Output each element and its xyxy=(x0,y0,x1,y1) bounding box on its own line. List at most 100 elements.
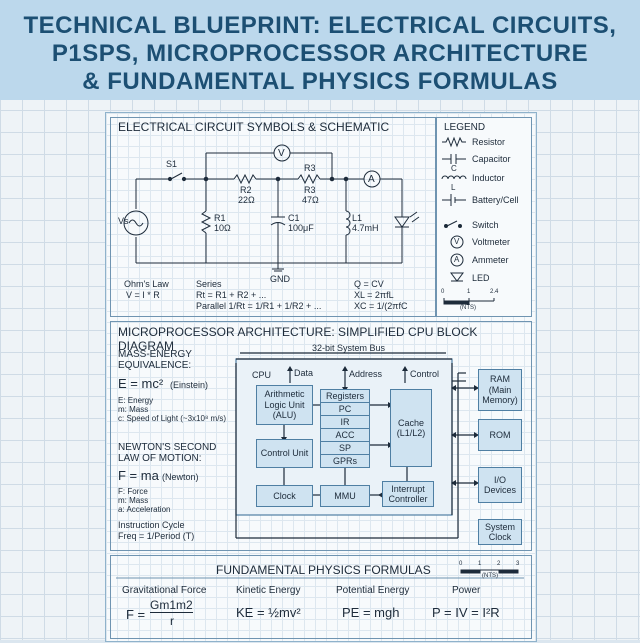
charge-formula: Q = CV xyxy=(354,279,384,289)
kinetic-energy-label: Kinetic Energy xyxy=(236,585,301,596)
legend-symbols xyxy=(441,136,495,305)
voltmeter-symbol: V xyxy=(278,148,285,159)
legend-ammeter-symbol: A xyxy=(454,255,460,264)
newton-title-2: LAW OF MOTION: xyxy=(118,453,202,464)
cpu-panel xyxy=(110,321,532,551)
r3-name-top: R3 xyxy=(304,163,316,173)
m-definition: m: Mass xyxy=(118,405,149,414)
instruction-cycle-formula: Freq = 1/Period (T) xyxy=(118,531,195,541)
potential-energy-label: Potential Energy xyxy=(336,585,410,596)
legend-scale-label: (NTS) xyxy=(460,305,476,311)
gravitational-force-numerator: Gm1m2 xyxy=(150,598,193,613)
legend-scale-tick-1: 1 xyxy=(467,289,471,295)
control-bus-label: Control xyxy=(410,369,440,379)
formulas-scale-tick-3: 3 xyxy=(516,561,520,567)
instruction-cycle-title: Instruction Cycle xyxy=(118,520,185,530)
circuit-panel xyxy=(110,117,436,317)
r3-value: 47Ω xyxy=(302,195,319,205)
parallel-formula: Parallel 1/Rt = 1/R1 + 1/R2 + ... xyxy=(196,301,322,311)
capacitive-reactance-formula: XC = 1/(2πfC xyxy=(354,301,408,311)
control-unit-block: Control Unit xyxy=(256,439,313,468)
legend-battery: Battery/Cell xyxy=(472,195,519,205)
clock-block: Clock xyxy=(256,485,313,507)
l1-name: L1 xyxy=(352,213,363,223)
gravitational-force-lhs: F = xyxy=(126,607,146,622)
mass-energy-title-1: MASS-ENERGY xyxy=(118,349,192,360)
gravitational-force-denominator: r xyxy=(170,614,174,628)
f-definition: F: Force xyxy=(118,487,148,496)
formulas-scale-label: (NTS) xyxy=(482,573,498,579)
power-formula: P = IV = I²R xyxy=(432,605,500,620)
mmu-block: MMU xyxy=(320,485,370,507)
legend-voltmeter: Voltmeter xyxy=(472,237,511,247)
legend-scale-tick-2: 2.4 xyxy=(490,289,499,295)
legend-inductor: Inductor xyxy=(472,173,505,183)
formulas-panel xyxy=(110,555,532,639)
legend-inductor-letter: L xyxy=(451,183,456,192)
s1-label: S1 xyxy=(166,159,178,169)
legend-title: LEGEND xyxy=(444,122,486,133)
m2-definition: m: Mass xyxy=(118,496,149,505)
blueprint-sheet: ELECTRICAL CIRCUIT SYMBOLS & SCHEMATIC xyxy=(105,112,537,642)
system-bus-label: 32-bit System Bus xyxy=(312,343,386,353)
c-definition: c: Speed of Light (~3x10⁸ m/s) xyxy=(118,414,227,423)
ohm-law-formula: V = I * R xyxy=(126,290,160,300)
series-formula: Rt = R1 + R2 + ... xyxy=(196,290,267,300)
gravitational-force-label: Gravitational Force xyxy=(122,585,207,596)
c1-value: 100μF xyxy=(288,223,314,233)
address-bus-label: Address xyxy=(349,369,383,379)
kinetic-energy-formula: KE = ½mv² xyxy=(236,605,301,620)
fma-formula: F = ma xyxy=(118,468,159,483)
vs-label: Vs xyxy=(118,216,129,226)
formulas-scale xyxy=(116,569,524,579)
title-line-2: P1SPS, MICROPROCESSOR ARCHITECTURE xyxy=(51,40,589,67)
newton-title-1: NEWTON'S SECOND xyxy=(118,442,217,453)
title-banner: TECHNICAL BLUEPRINT: ELECTRICAL CIRCUITS… xyxy=(0,0,640,100)
formulas-scale-tick-2: 2 xyxy=(497,561,501,567)
legend-capacitor: Capacitor xyxy=(472,154,511,164)
interrupt-controller-block: Interrupt Controller xyxy=(382,481,434,507)
legend-led: LED xyxy=(472,273,490,283)
inductive-reactance-formula: XL = 2πfL xyxy=(354,290,394,300)
e-definition: E: Energy xyxy=(118,396,154,405)
emc-attribution: (Einstein) xyxy=(170,380,209,390)
power-label: Power xyxy=(452,585,481,596)
l1-value: 4.7mH xyxy=(352,223,379,233)
legend-voltmeter-symbol: V xyxy=(454,237,460,246)
cpu-title: MICROPROCESSOR ARCHITECTURE: SIMPLIFIED … xyxy=(118,325,478,353)
legend-panel xyxy=(436,117,532,317)
mass-energy-title-2: EQUIVALENCE: xyxy=(118,360,192,371)
circuit-title: ELECTRICAL CIRCUIT SYMBOLS & SCHEMATIC xyxy=(118,120,390,134)
rom-block: ROM xyxy=(478,419,522,451)
ram-block: RAM (Main Memory) xyxy=(478,369,522,411)
legend-capacitor-letter: C xyxy=(451,164,457,173)
legend-ammeter: Ammeter xyxy=(472,255,509,265)
c1-name: C1 xyxy=(288,213,300,223)
potential-energy-formula: PE = mgh xyxy=(342,605,400,620)
register-gprs: GPRs xyxy=(320,454,370,468)
a-definition: a: Acceleration xyxy=(118,505,171,514)
gnd-label: GND xyxy=(270,274,290,284)
r2-value: 22Ω xyxy=(238,195,255,205)
legend-scale-tick-0: 0 xyxy=(441,289,445,295)
r3-name: R3 xyxy=(304,185,316,195)
ammeter-symbol: A xyxy=(368,174,375,185)
r2-name: R2 xyxy=(240,185,252,195)
formulas-scale-tick-1: 1 xyxy=(478,561,482,567)
cache-block: Cache (L1/L2) xyxy=(390,389,432,467)
title-line-1: TECHNICAL BLUEPRINT: ELECTRICAL CIRCUITS… xyxy=(23,12,617,39)
title-line-3: & FUNDAMENTAL PHYSICS FORMULAS xyxy=(82,68,558,95)
formulas-scale-tick-0: 0 xyxy=(459,561,463,567)
alu-block: Arithmetic Logic Unit (ALU) xyxy=(256,385,313,425)
cpu-label: CPU xyxy=(252,370,272,380)
legend-switch: Switch xyxy=(472,220,499,230)
io-devices-block: I/O Devices xyxy=(478,467,522,503)
r1-name: R1 xyxy=(214,213,226,223)
emc-formula: E = mc² xyxy=(118,376,164,391)
series-title: Series xyxy=(196,279,222,289)
circuit-schematic xyxy=(123,144,420,272)
ohm-law-title: Ohm's Law xyxy=(124,279,169,289)
legend-resistor: Resistor xyxy=(472,137,506,147)
formulas-title: FUNDAMENTAL PHYSICS FORMULAS xyxy=(216,563,431,577)
fma-attribution: (Newton) xyxy=(162,472,199,482)
